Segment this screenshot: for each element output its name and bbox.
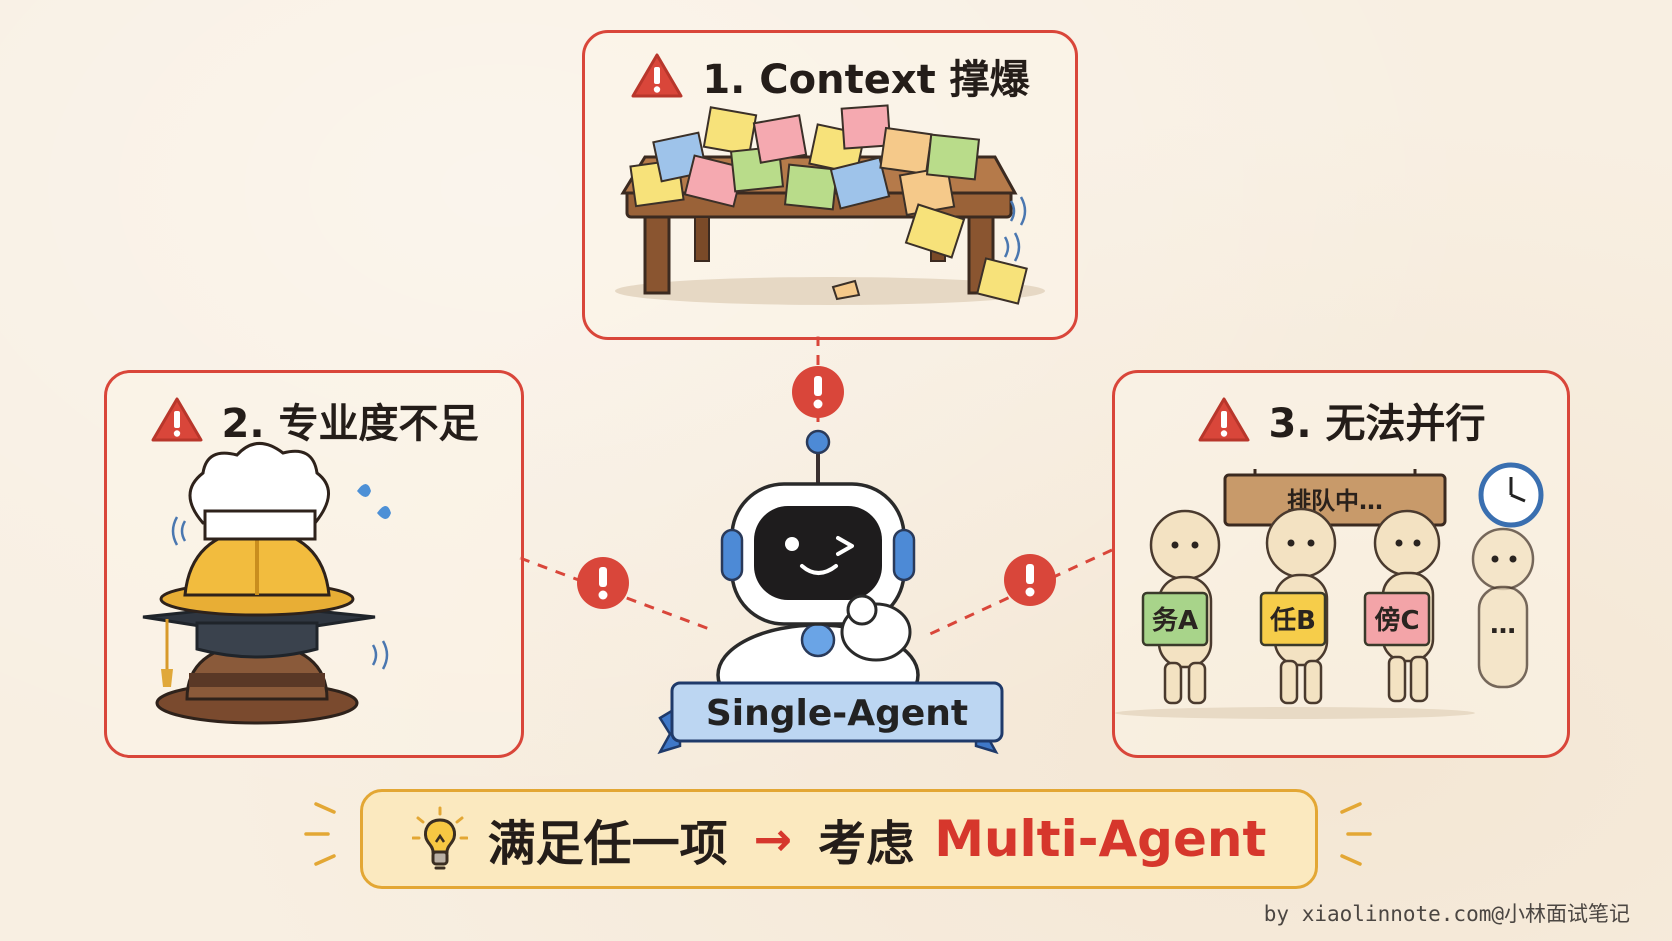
panel-title-parallel: 3. 无法并行	[1268, 401, 1486, 447]
warning-triangle-icon	[631, 53, 683, 98]
waiting-ellipsis: …	[1490, 610, 1516, 640]
task-card-a: 务A	[1141, 591, 1209, 647]
conclusion-text-mid: 考虑	[818, 816, 915, 872]
panel-title-expertise: 2. 专业度不足	[221, 401, 479, 447]
task-card-b: 任B	[1259, 591, 1327, 647]
conclusion-text-before: 满足任一项	[487, 816, 728, 872]
conclusion-banner: 满足任一项 → 考虑 Multi-Agent	[360, 789, 1318, 889]
lightbulb-icon	[411, 806, 468, 870]
messy-desk-illustration	[615, 104, 1045, 305]
panel-title-context: 1. Context 撑爆	[702, 57, 1030, 103]
panel-context-overflow: 1. Context 撑爆	[582, 30, 1078, 340]
conclusion-highlight: Multi-Agent	[934, 810, 1267, 868]
panel-no-parallelism: 3. 无法并行 排队中…	[1112, 370, 1570, 758]
stacked-hats-illustration	[142, 442, 391, 725]
svg-text:任B: 任B	[1269, 606, 1316, 636]
warning-triangle-icon	[1198, 397, 1250, 442]
author-credit: by xiaolinnote.com@小林面试笔记	[1263, 902, 1630, 926]
warning-triangle-icon	[151, 397, 203, 442]
alert-left-icon	[577, 557, 629, 609]
single-agent-label: Single-Agent	[705, 692, 969, 734]
clock-icon	[1478, 462, 1544, 528]
panel-insufficient-expertise: 2. 专业度不足	[104, 370, 524, 758]
task-card-c: 傍C	[1363, 591, 1431, 647]
svg-text:务A: 务A	[1152, 606, 1198, 636]
waiting-queue-illustration: 排队中… 务A	[1115, 462, 1544, 719]
svg-text:傍C: 傍C	[1374, 605, 1419, 636]
conclusion-arrow: →	[753, 812, 793, 866]
alert-top-icon	[792, 366, 844, 418]
alert-right-icon	[1004, 554, 1056, 606]
